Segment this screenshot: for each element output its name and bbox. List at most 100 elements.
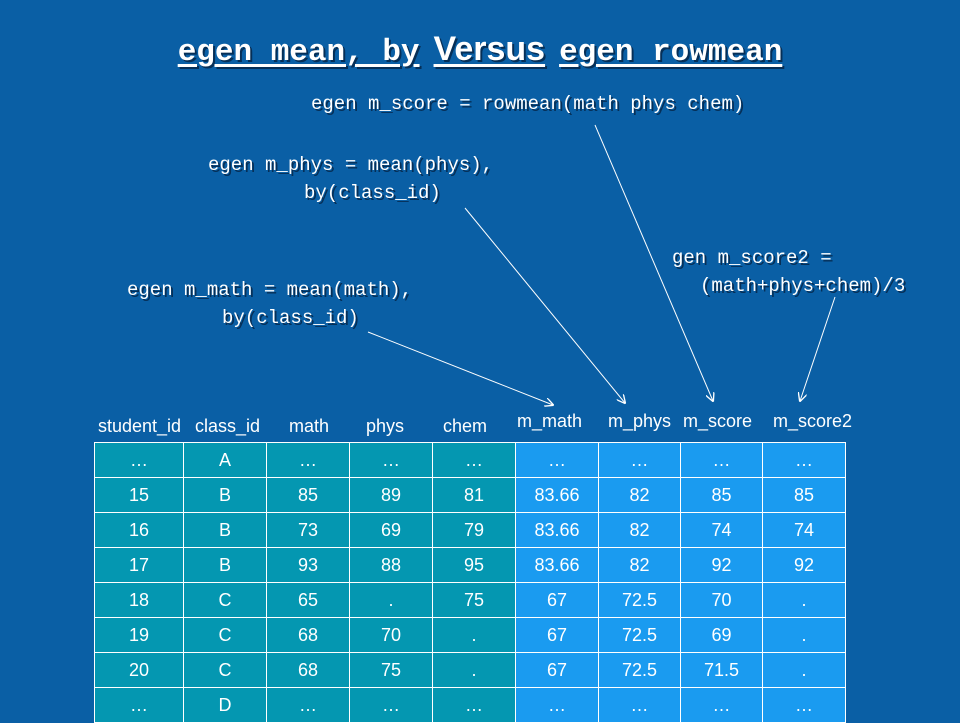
- table-cell: …: [515, 687, 599, 723]
- table-cell: …: [94, 442, 184, 478]
- table-cell: 81: [432, 477, 516, 513]
- col-header-m-score: m_score: [683, 411, 753, 431]
- table-row: …D…………………: [94, 687, 846, 723]
- table-cell: 82: [598, 547, 681, 583]
- table-cell: 79: [432, 512, 516, 548]
- code-gen-line2: (math+phys+chem)/3: [700, 275, 906, 297]
- table-cell: 69: [680, 617, 763, 653]
- table-cell: 69: [349, 512, 433, 548]
- table-cell: 92: [680, 547, 763, 583]
- table-cell: 72.5: [598, 582, 681, 618]
- table-cell: …: [762, 442, 846, 478]
- table-cell: 85: [266, 477, 350, 513]
- table-cell: …: [515, 442, 599, 478]
- code-rowmean: egen m_score = rowmean(math phys chem): [311, 90, 744, 118]
- table-cell: 72.5: [598, 652, 681, 688]
- arrow-m-math: [367, 331, 553, 405]
- table-cell: B: [183, 547, 267, 583]
- code-gen-line1: gen m_score2 =: [672, 247, 832, 269]
- table-cell: …: [598, 442, 681, 478]
- table-cell: 85: [762, 477, 846, 513]
- table-cell: 74: [762, 512, 846, 548]
- title-middle: Versus: [433, 30, 546, 68]
- table-cell: 67: [515, 582, 599, 618]
- col-header-chem: chem: [443, 416, 488, 436]
- table-cell: 83.66: [515, 477, 599, 513]
- code-math-line1: egen m_math = mean(math),: [127, 279, 413, 301]
- table-cell: 70: [349, 617, 433, 653]
- table-cell: B: [183, 477, 267, 513]
- table-cell: 85: [680, 477, 763, 513]
- code-gen-score2: gen m_score2 = (math+phys+chem)/3: [672, 244, 905, 300]
- table-cell: 83.66: [515, 547, 599, 583]
- table-cell: …: [762, 687, 846, 723]
- code-mean-math: egen m_math = mean(math), by(class_id): [127, 276, 412, 332]
- table-cell: …: [349, 442, 433, 478]
- table-cell: …: [266, 687, 350, 723]
- table-cell: 15: [94, 477, 184, 513]
- code-mean-phys: egen m_phys = mean(phys), by(class_id): [208, 151, 493, 207]
- table-cell: 83.66: [515, 512, 599, 548]
- table-cell: 74: [680, 512, 763, 548]
- code-phys-line1: egen m_phys = mean(phys),: [208, 154, 494, 176]
- table-cell: D: [183, 687, 267, 723]
- table-cell: 67: [515, 652, 599, 688]
- table-cell: 82: [598, 512, 681, 548]
- table-cell: 75: [432, 582, 516, 618]
- table-cell: …: [266, 442, 350, 478]
- arrow-m-score: [594, 124, 713, 401]
- table-cell: A: [183, 442, 267, 478]
- table-cell: 67: [515, 617, 599, 653]
- table-cell: 68: [266, 652, 350, 688]
- arrow-m-score2: [800, 296, 836, 401]
- table-cell: 16: [94, 512, 184, 548]
- table-cell: 65: [266, 582, 350, 618]
- table-cell: 18: [94, 582, 184, 618]
- table-cell: …: [680, 442, 763, 478]
- table-cell: …: [680, 687, 763, 723]
- table-cell: 19: [94, 617, 184, 653]
- table-cell: C: [183, 652, 267, 688]
- table-cell: .: [762, 617, 846, 653]
- col-header-class-id: class_id: [195, 416, 261, 436]
- table-cell: .: [349, 582, 433, 618]
- table-row: …A…………………: [94, 442, 846, 478]
- table-cell: …: [432, 687, 516, 723]
- table-cell: C: [183, 617, 267, 653]
- col-header-m-score2: m_score2: [773, 411, 853, 431]
- table-cell: …: [94, 687, 184, 723]
- col-header-m-phys: m_phys: [608, 411, 672, 431]
- slide-title: egen mean, by Versus egen rowmean: [0, 30, 960, 70]
- table-cell: 71.5: [680, 652, 763, 688]
- table-cell: C: [183, 582, 267, 618]
- table-cell: …: [432, 442, 516, 478]
- table-cell: …: [349, 687, 433, 723]
- title-right: egen rowmean: [559, 35, 783, 70]
- table-cell: 93: [266, 547, 350, 583]
- col-header-phys: phys: [366, 416, 405, 436]
- table-cell: 20: [94, 652, 184, 688]
- code-phys-line2: by(class_id): [304, 182, 441, 204]
- col-header-math: math: [289, 416, 330, 436]
- arrow-m-phys: [464, 207, 625, 403]
- table-cell: 88: [349, 547, 433, 583]
- table-cell: 73: [266, 512, 350, 548]
- table-cell: 75: [349, 652, 433, 688]
- title-left: egen mean, by: [177, 35, 420, 70]
- code-math-line2: by(class_id): [222, 307, 359, 329]
- table-cell: .: [432, 652, 516, 688]
- table-cell: 17: [94, 547, 184, 583]
- table-cell: 89: [349, 477, 433, 513]
- table-cell: B: [183, 512, 267, 548]
- table-cell: .: [432, 617, 516, 653]
- table-cell: 68: [266, 617, 350, 653]
- table-cell: .: [762, 582, 846, 618]
